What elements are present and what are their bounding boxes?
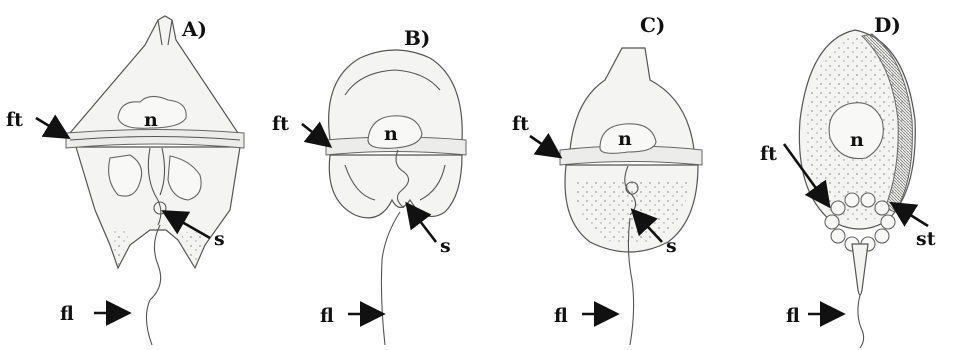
label-nucleus-b: n [384, 123, 398, 145]
label-stalk-d: st [916, 228, 936, 250]
flagellum-a [146, 225, 160, 345]
flagellum-b [381, 212, 400, 345]
label-girdle-c: ft [512, 113, 529, 135]
arrow-stalk-d [896, 206, 928, 226]
label-girdle-b: ft [272, 113, 289, 135]
label-sulcus-b: s [440, 235, 451, 257]
label-flagellum-d: fl [786, 305, 800, 327]
panel-b: B) ft n s fl [272, 26, 466, 345]
panel-label-d: D) [874, 13, 901, 37]
arrow-girdle-a [36, 118, 64, 135]
label-sulcus-c: s [666, 235, 677, 257]
cell-b [326, 50, 466, 345]
label-flagellum-b: fl [320, 305, 334, 327]
label-nucleus-d: n [850, 129, 864, 151]
panel-label-a: A) [181, 17, 207, 41]
label-nucleus-a: n [144, 109, 158, 131]
label-nucleus-c: n [618, 128, 632, 150]
label-flagellum-a: fl [60, 303, 74, 325]
panel-c: C) ft n s fl [512, 13, 702, 345]
cell-c [560, 48, 702, 345]
panel-label-b: B) [404, 26, 430, 50]
label-sulcus-a: s [214, 228, 225, 250]
label-flagellum-c: fl [554, 305, 568, 327]
arrow-girdle-b [302, 124, 326, 143]
panel-a: A) ft n s fl [6, 16, 244, 345]
arrow-girdle-c [530, 136, 556, 154]
cell-a [66, 16, 244, 345]
panel-label-c: C) [640, 13, 665, 37]
panel-d: D) ft n st fl [760, 13, 936, 348]
label-girdle-a: ft [6, 109, 23, 131]
label-girdle-d: ft [760, 143, 777, 165]
flagellum-d [858, 295, 864, 348]
